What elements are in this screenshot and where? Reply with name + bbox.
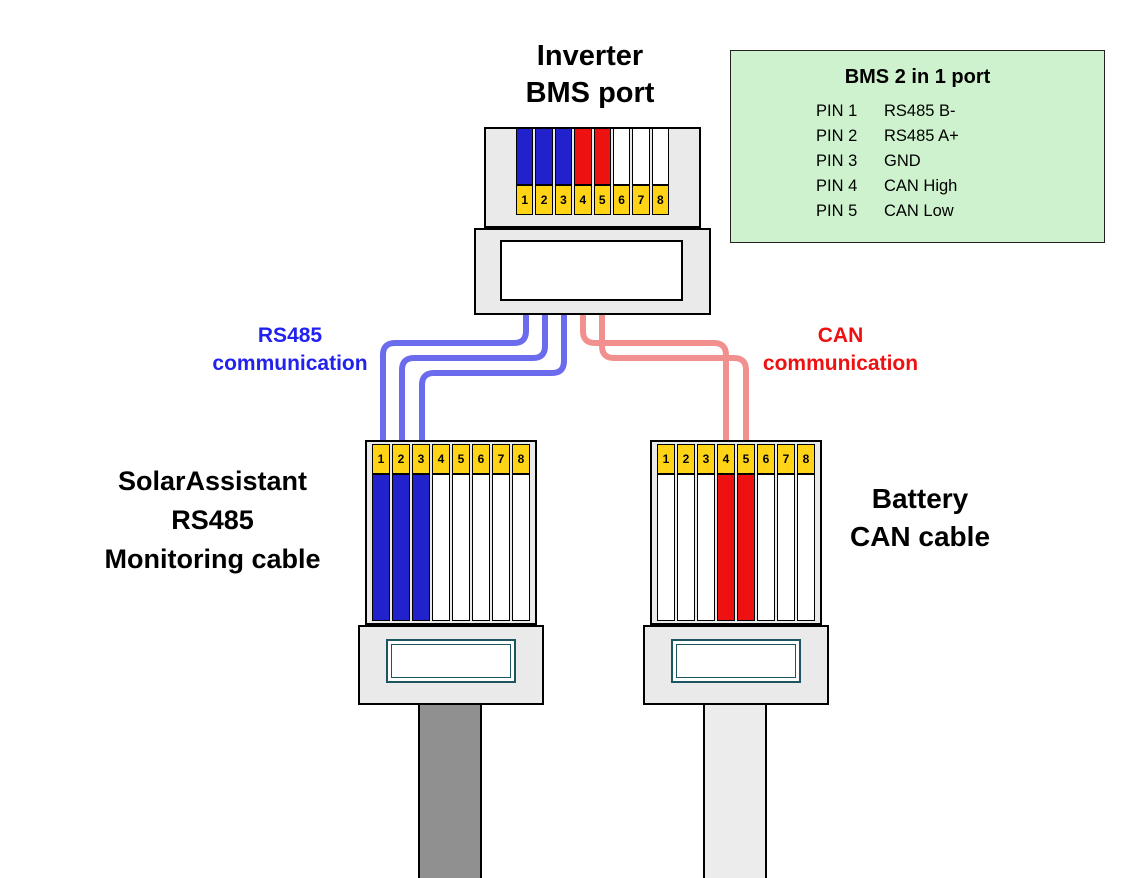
wire-strip (392, 474, 410, 621)
pin-number: 6 (472, 444, 490, 474)
wire-strip (492, 474, 510, 621)
wire-strip (554, 129, 573, 185)
pin-number: 5 (593, 185, 611, 215)
rs485-communication-label: RS485 communication (212, 324, 368, 375)
pin-number: 6 (612, 185, 631, 215)
inverter-connector-head: 1 2 3 4 5 6 7 8 (484, 127, 701, 228)
wire-strip (372, 474, 390, 621)
legend-row-pin2: PIN 2 RS485 A+ (816, 124, 1104, 149)
wire-strip (516, 129, 534, 185)
pin-number: 4 (432, 444, 450, 474)
pin-number: 3 (412, 444, 430, 474)
legend-pin-desc: RS485 A+ (884, 127, 959, 145)
pin-number: 1 (372, 444, 390, 474)
legend-row-pin3: PIN 3 GND (816, 149, 1104, 174)
legend-box: BMS 2 in 1 port PIN 1 RS485 B- PIN 2 RS4… (730, 50, 1105, 243)
pin-number: 4 (574, 185, 592, 215)
connector-latch (671, 639, 801, 683)
pin-number: 7 (492, 444, 510, 474)
can-communication-label: CAN communication (762, 324, 919, 375)
solarassistant-connector-head: 1 2 3 4 5 6 7 8 (365, 440, 537, 625)
legend-pin-desc: RS485 B- (884, 102, 956, 120)
legend-title: BMS 2 in 1 port (844, 66, 991, 88)
rs485-wire-pin3 (419, 308, 567, 446)
legend-row-pin1: PIN 1 RS485 B- (816, 99, 1104, 124)
wire-strip (632, 129, 650, 185)
pin-number: 2 (392, 444, 410, 474)
wire-strip (574, 129, 592, 185)
inverter-connector-base (474, 228, 711, 315)
wire-strip (432, 474, 450, 621)
legend-pin-label: PIN 3 (816, 152, 858, 170)
wire-strip (612, 129, 631, 185)
inverter-port-opening (500, 240, 683, 301)
legend-row-pin5: PIN 5 CAN Low (816, 199, 1104, 224)
wire-strip (657, 474, 675, 621)
pin-number: 2 (535, 185, 553, 215)
wire-strip (717, 474, 735, 621)
wire-strip (677, 474, 695, 621)
legend-row-pin4: PIN 4 CAN High (816, 174, 1104, 199)
wire-strip (472, 474, 490, 621)
battery-cable (703, 703, 767, 878)
wire-strip (737, 474, 755, 621)
battery-connector-base (643, 625, 829, 705)
rs485-wire-pin2 (399, 308, 548, 446)
solarassistant-connector-base (358, 625, 544, 705)
pin-number: 5 (452, 444, 470, 474)
can-wire-pin4 (580, 308, 729, 446)
legend-pin-desc: GND (884, 152, 921, 170)
solarassistant-cable-label: SolarAssistant RS485 Monitoring cable (104, 466, 321, 574)
legend-pin-label: PIN 4 (816, 177, 858, 195)
pin-number: 3 (697, 444, 715, 474)
pin-number: 8 (797, 444, 815, 474)
legend-pin-label: PIN 1 (816, 102, 858, 120)
pin-number: 5 (737, 444, 755, 474)
wire-strip (777, 474, 795, 621)
inverter-port-title: Inverter BMS port (525, 40, 655, 110)
wire-strip (412, 474, 430, 621)
connector-latch-inner (676, 644, 796, 678)
inverter-wire-strips (516, 129, 669, 185)
wire-strip (697, 474, 715, 621)
rs485-wire-pin1 (380, 308, 529, 446)
pin-number: 7 (632, 185, 650, 215)
inverter-pin-numbers: 1 2 3 4 5 6 7 8 (516, 185, 669, 215)
legend-pin-desc: CAN Low (884, 202, 954, 220)
battery-wire-strips (657, 474, 815, 621)
pin-number: 1 (516, 185, 534, 215)
solarassistant-wire-strips (372, 474, 530, 621)
pin-number: 6 (757, 444, 775, 474)
wire-strip (757, 474, 775, 621)
legend-pin-desc: CAN High (884, 177, 958, 195)
pin-number: 7 (777, 444, 795, 474)
battery-connector-head: 1 2 3 4 5 6 7 8 (650, 440, 822, 625)
wire-strip (797, 474, 815, 621)
pin-number: 8 (651, 185, 669, 215)
pin-number: 3 (554, 185, 573, 215)
wire-strip (535, 129, 553, 185)
can-wire-pin5 (599, 308, 749, 446)
wire-strip (593, 129, 611, 185)
connector-latch (386, 639, 516, 683)
wire-strip (651, 129, 669, 185)
wire-strip (512, 474, 530, 621)
connector-latch-inner (391, 644, 511, 678)
pin-number: 1 (657, 444, 675, 474)
battery-pin-numbers: 1 2 3 4 5 6 7 8 (657, 444, 815, 474)
solarassistant-pin-numbers: 1 2 3 4 5 6 7 8 (372, 444, 530, 474)
wire-strip (452, 474, 470, 621)
pin-number: 4 (717, 444, 735, 474)
legend-pin-label: PIN 5 (816, 202, 858, 220)
pin-number: 8 (512, 444, 530, 474)
pin-number: 2 (677, 444, 695, 474)
battery-cable-label: Battery CAN cable (849, 483, 991, 552)
solarassistant-cable (418, 703, 482, 878)
legend-pin-label: PIN 2 (816, 127, 858, 145)
